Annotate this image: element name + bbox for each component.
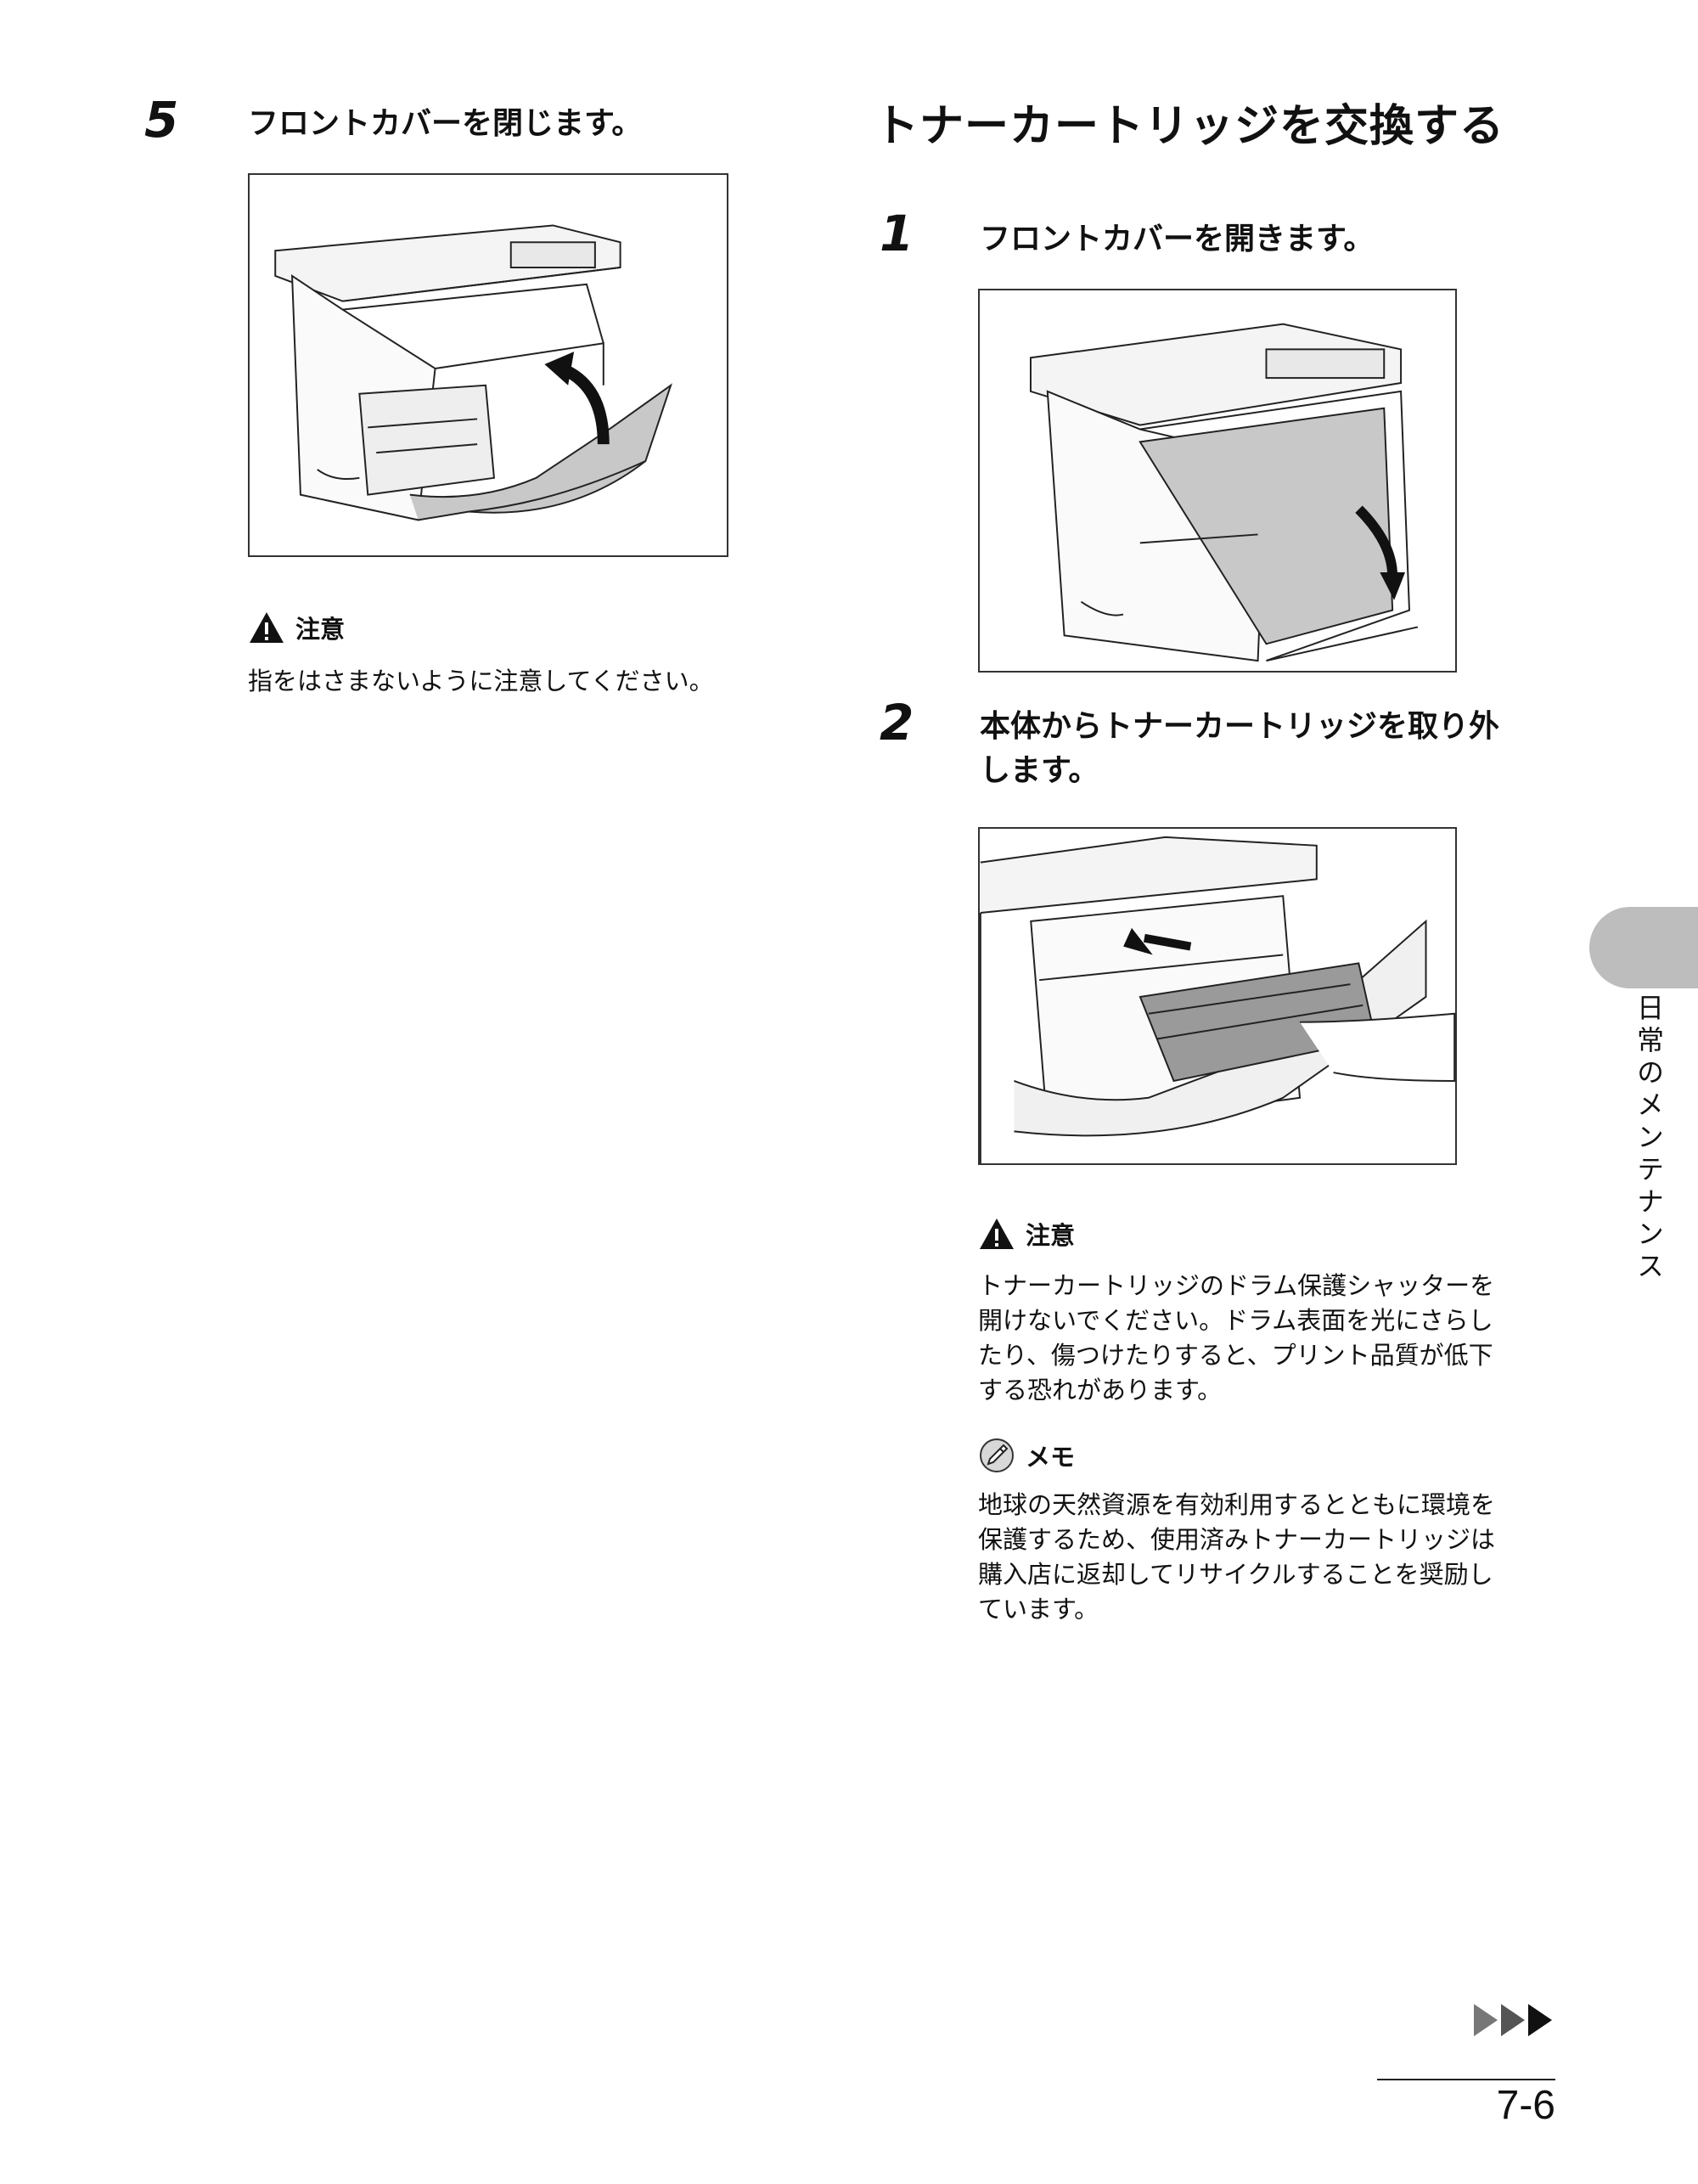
printer-close-cover-illustration bbox=[274, 224, 672, 521]
caution-line: 開けないでください。ドラム表面を光にさらし bbox=[978, 1306, 1493, 1335]
warning-triangle-icon bbox=[250, 612, 284, 643]
step-1-text: フロントカバーを開きます。 bbox=[980, 222, 1375, 256]
step-5-number: 5 bbox=[144, 91, 179, 149]
figure-open-front-cover bbox=[978, 289, 1457, 673]
memo-line: 地球の天然資源を有効利用するとともに環境を bbox=[978, 1490, 1496, 1519]
caution-heading-text: 注意 bbox=[295, 615, 346, 644]
memo-line: ています。 bbox=[978, 1595, 1099, 1624]
memo-line: 購入店に返却してリサイクルすることを奨励し bbox=[978, 1560, 1493, 1589]
memo-body: 地球の天然資源を有効利用するとともに環境を 保護するため、使用済みトナーカートリ… bbox=[978, 1488, 1495, 1627]
memo-heading: メモ bbox=[978, 1437, 1075, 1474]
step-2-number: 2 bbox=[880, 694, 914, 751]
figure-remove-cartridge bbox=[978, 827, 1457, 1165]
pencil-memo-icon bbox=[980, 1438, 1014, 1472]
caution-body-right: トナーカートリッジのドラム保護シャッターを 開けないでください。ドラム表面を光に… bbox=[978, 1269, 1494, 1408]
step-5-text: フロントカバーを閉じます。 bbox=[248, 106, 643, 141]
step-2-text-line1: 本体からトナーカートリッジを取り外 bbox=[980, 709, 1500, 744]
printer-open-cover-illustration bbox=[1029, 323, 1419, 662]
step-2-text-line2: します。 bbox=[980, 753, 1099, 788]
caution-line: トナーカートリッジのドラム保護シャッターを bbox=[978, 1271, 1495, 1300]
figure-close-front-cover bbox=[248, 173, 728, 557]
next-page-arrows-icon bbox=[1474, 2004, 1552, 2036]
caution-heading-text: 注意 bbox=[1026, 1221, 1076, 1250]
caution-heading-right: 注意 bbox=[978, 1216, 1075, 1252]
warning-triangle-icon bbox=[980, 1219, 1014, 1249]
section-title: トナーカートリッジを交換する bbox=[874, 101, 1505, 152]
chapter-tab-label: 日常のメンテナンス bbox=[1633, 993, 1665, 1284]
memo-line: 保護するため、使用済みトナーカートリッジは bbox=[978, 1525, 1496, 1554]
caution-body-left: 指をはさまないように注意してください。 bbox=[248, 667, 714, 695]
caution-heading-left: 注意 bbox=[248, 610, 345, 645]
chapter-tab bbox=[1589, 907, 1698, 988]
footer-rule bbox=[1377, 2079, 1555, 2080]
page-number: 7-6 bbox=[1496, 2083, 1555, 2128]
caution-line: する恐れがあります。 bbox=[978, 1376, 1223, 1404]
step-1-number: 1 bbox=[880, 205, 914, 262]
caution-line: たり、傷つけたりすると、プリント品質が低下 bbox=[978, 1341, 1493, 1370]
memo-heading-text: メモ bbox=[1026, 1443, 1076, 1472]
remove-cartridge-illustration bbox=[980, 836, 1455, 1163]
